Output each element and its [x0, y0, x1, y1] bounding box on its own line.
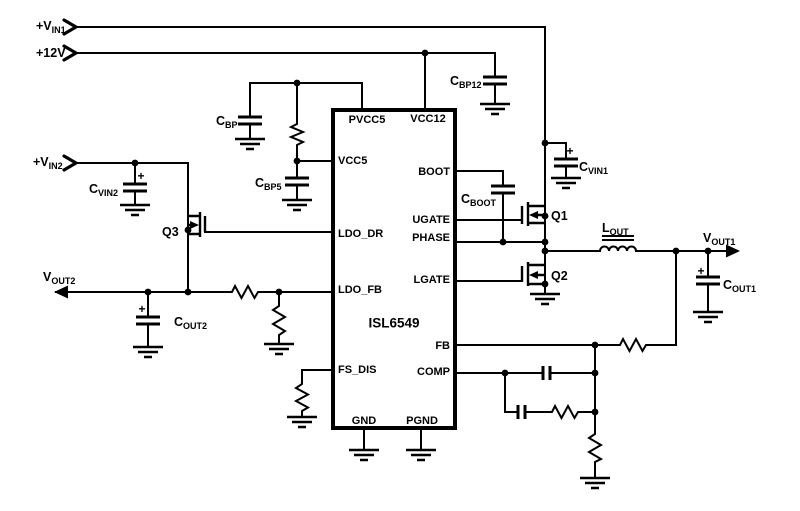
cap-comp-upper — [541, 366, 552, 380]
q2-label: Q2 — [551, 269, 568, 283]
resistor-vcc5 — [288, 122, 306, 148]
junction-dots — [131, 49, 712, 416]
resistor-comp — [550, 403, 580, 421]
cbp-label: CBP — [216, 114, 238, 130]
wire-pvcc5-node — [249, 82, 363, 140]
cap-cbp12 — [483, 75, 507, 86]
pin-comp: COMP — [417, 366, 450, 378]
wire-cvin1 — [544, 142, 567, 179]
pin-ldo-fb: LDO_FB — [338, 284, 382, 296]
wire-vcc5 — [296, 82, 334, 201]
resistor-fb — [618, 336, 648, 354]
cout2-plus: + — [138, 302, 146, 316]
pin-boot: BOOT — [418, 166, 450, 178]
vin1-connector-chevron — [62, 18, 80, 36]
q1-label: Q1 — [551, 209, 568, 223]
ic-body — [331, 108, 457, 430]
cbp5-label: CBP5 — [255, 176, 282, 192]
pin-gnd: GND — [351, 415, 377, 427]
mosfet-q2 — [520, 262, 545, 286]
pin-ldo-dr: LDO_DR — [338, 228, 384, 240]
cvin2-label: CVIN2 — [89, 182, 119, 198]
wire-feedback — [647, 250, 677, 346]
cap-cbp5 — [285, 176, 309, 187]
cap-cvin2 — [123, 182, 147, 193]
cvin1-label: CVIN1 — [579, 160, 609, 176]
cvin2-plus: + — [137, 169, 145, 183]
cout1-plus: + — [697, 264, 705, 278]
wire-12v — [76, 52, 496, 111]
cboot-label: CBOOT — [461, 192, 497, 208]
mosfet-q1 — [520, 202, 545, 226]
inductor-lout — [599, 235, 637, 252]
wire-comp — [454, 344, 596, 479]
cap-cout1 — [696, 275, 720, 286]
resistor-comp-gnd — [587, 432, 604, 464]
resistor-fs-dis — [293, 382, 311, 413]
cap-comp-lower — [516, 405, 527, 419]
cap-cvin1 — [554, 157, 578, 168]
lout-label: LOUT — [602, 221, 629, 237]
vin1-label: +VIN1 — [36, 19, 66, 35]
wire-boot — [454, 170, 504, 243]
pin-fb: FB — [435, 340, 450, 352]
cout1-label: COUT1 — [723, 278, 757, 294]
pin-lgate: LGATE — [413, 274, 450, 286]
mosfet-q3 — [188, 212, 207, 237]
pin-fs-dis: FS_DIS — [338, 364, 377, 376]
pin-vcc12: VCC12 — [410, 113, 446, 125]
vout2-arrow — [54, 285, 68, 299]
resistor-vout2 — [230, 283, 260, 301]
vout1-label: VOUT1 — [703, 231, 736, 247]
pin-vcc5: VCC5 — [338, 155, 368, 167]
pin-pvcc5: PVCC5 — [348, 114, 386, 126]
vin2-connector-chevron — [62, 154, 80, 172]
12v-label: +12V — [36, 46, 66, 60]
pin-phase: PHASE — [412, 232, 450, 244]
cap-cboot — [491, 184, 515, 195]
resistor-ldo-divider — [271, 303, 287, 338]
vin2-label: +VIN2 — [33, 155, 63, 171]
vout1-arrow — [726, 244, 740, 258]
cap-cbp — [238, 115, 262, 126]
pin-pgnd: PGND — [406, 415, 438, 427]
vout2-label: VOUT2 — [43, 270, 76, 286]
cout2-label: COUT2 — [174, 315, 208, 331]
cbp12-label: CBP12 — [450, 74, 482, 90]
q3-label: Q3 — [162, 225, 179, 239]
pin-ugate: UGATE — [412, 214, 450, 226]
cap-cout2 — [136, 315, 160, 326]
12v-connector-chevron — [62, 44, 80, 62]
cvin1-plus: + — [566, 144, 574, 158]
ic-part-number: ISL6549 — [368, 315, 420, 331]
